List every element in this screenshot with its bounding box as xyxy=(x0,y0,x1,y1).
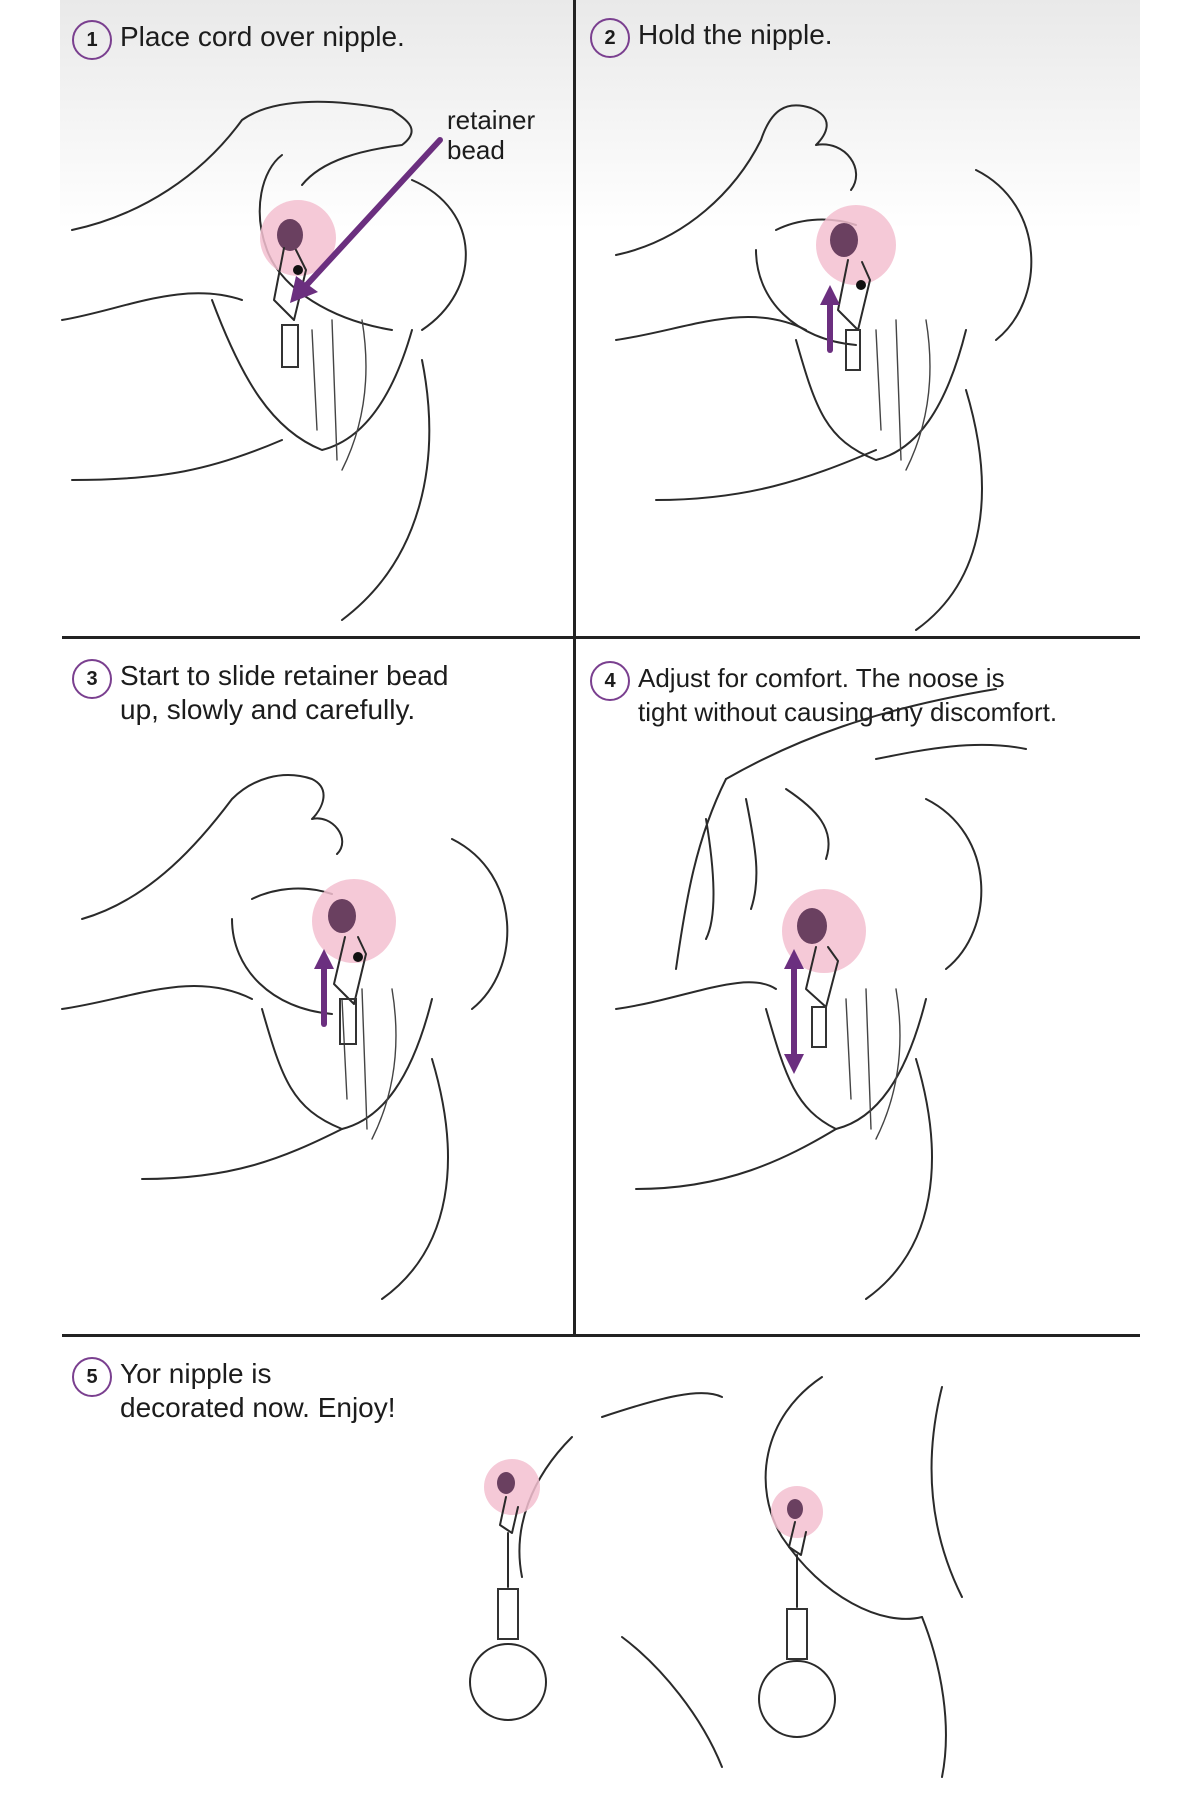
horizontal-divider-1 xyxy=(62,636,1140,639)
step-3-number: 3 xyxy=(72,659,112,699)
step-1-caption: 1 Place cord over nipple. xyxy=(72,20,405,60)
retainer-bead-label: retainer bead xyxy=(447,105,536,165)
step-1-number: 1 xyxy=(72,20,112,60)
step-2-text: Hold the nipple. xyxy=(638,19,833,50)
step-4-panel: 4 Adjust for comfort. The noose is tight… xyxy=(576,639,1140,1334)
step-3-text: Start to slide retainer bead up, slowly … xyxy=(120,660,449,725)
step-5-caption: 5 Yor nipple is decorated now. Enjoy! xyxy=(72,1357,396,1425)
step-1-panel: 1 Place cord over nipple. retainer bead xyxy=(61,0,572,636)
step-3-caption: 3 Start to slide retainer bead up, slowl… xyxy=(72,659,448,727)
step-5-illustration xyxy=(469,1376,963,1778)
step-5-panel: 5 Yor nipple is decorated now. Enjoy! xyxy=(62,1337,1140,1800)
vertical-divider xyxy=(573,0,576,1335)
step-5-number: 5 xyxy=(72,1357,112,1397)
step-2-caption: 2 Hold the nipple. xyxy=(590,18,833,58)
step-1-text: Place cord over nipple. xyxy=(120,21,405,52)
step-2-number: 2 xyxy=(590,18,630,58)
step-5-text: Yor nipple is decorated now. Enjoy! xyxy=(120,1358,396,1423)
step-4-text: Adjust for comfort. The noose is tight w… xyxy=(638,663,1058,727)
step-4-illustration xyxy=(615,688,1027,1300)
step-2-panel: 2 Hold the nipple. xyxy=(576,0,1140,636)
step-3-panel: 3 Start to slide retainer bead up, slowl… xyxy=(61,639,572,1334)
step-1-illustration xyxy=(61,100,467,621)
step-3-illustration xyxy=(61,774,509,1300)
horizontal-divider-2 xyxy=(62,1334,1140,1337)
step-4-number: 4 xyxy=(590,661,630,701)
step-4-caption: 4 Adjust for comfort. The noose is tight… xyxy=(590,661,1057,729)
step-2-illustration xyxy=(615,104,1033,631)
